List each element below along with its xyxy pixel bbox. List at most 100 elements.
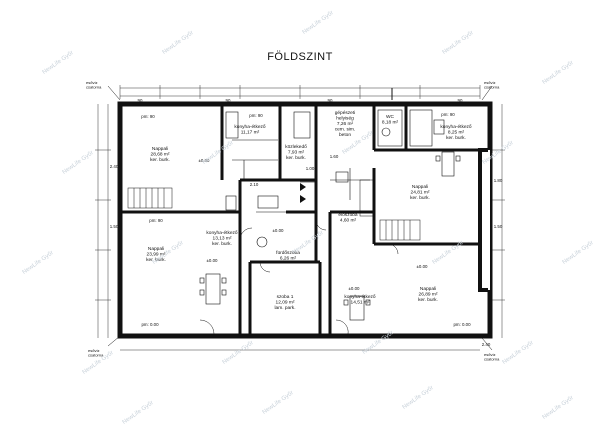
label-line: 14,51 m² xyxy=(351,300,370,306)
stairs xyxy=(127,179,421,241)
dim-label: 90 xyxy=(458,98,463,103)
label-line: esővíz xyxy=(484,352,496,357)
label-line: fürdőszoba xyxy=(276,250,300,256)
label-line: Nappali xyxy=(420,286,436,292)
label-line: konyha-étkező xyxy=(440,124,472,130)
outer-walls xyxy=(117,101,493,339)
label-line: előszoba xyxy=(338,212,358,218)
label-line: lam. park. xyxy=(274,305,295,311)
label-line: csatorna xyxy=(484,357,500,362)
dim-label: 2.40 xyxy=(110,164,119,169)
dim-label: 90 xyxy=(226,98,231,103)
level-label: ±0.00 xyxy=(199,158,211,163)
label-line: 7,26 m² xyxy=(337,121,354,127)
label-line: 6,26 m² xyxy=(280,256,297,262)
section-arrow-1 xyxy=(300,183,306,191)
label-line: szoba 1 xyxy=(277,294,294,300)
label-line: 13,13 m² xyxy=(213,236,232,242)
label-line: gépészeti xyxy=(335,110,356,116)
label-line: Nappali xyxy=(152,146,168,152)
pm-label: pm: 90 xyxy=(141,114,155,119)
label-line: helyiség xyxy=(336,116,354,122)
dim-label: 1.00 xyxy=(306,166,315,171)
furniture xyxy=(199,111,461,321)
dim-label: 2.40 xyxy=(482,342,491,347)
label-line: ker. burk. xyxy=(150,157,170,163)
label-line: ker. burk. xyxy=(446,135,466,141)
label-line: 8,18 m² xyxy=(382,120,399,126)
label-line: esővíz xyxy=(86,80,98,85)
label-line: ker. burk. xyxy=(286,155,306,161)
level-label: ±0.00 xyxy=(349,286,361,291)
label-line: ker. burk. xyxy=(146,257,166,263)
level-label: ±0.00 xyxy=(207,258,219,263)
label-line: 8,25 m² xyxy=(448,130,465,136)
level-label: ±0.00 xyxy=(417,264,429,269)
label-line: 12,09 m² xyxy=(276,300,295,306)
label-line: 7,93 m² xyxy=(288,150,305,156)
label-line: 26,89 m² xyxy=(419,292,438,298)
pm-label: pm: 0.00 xyxy=(141,322,159,327)
pm-label: pm: 90 xyxy=(249,113,263,118)
pm-label: pm: 90 xyxy=(441,112,455,117)
label-line: konyha-étkező xyxy=(234,124,266,130)
dim-label: 2.10 xyxy=(250,182,259,187)
label-line: ker. burk. xyxy=(410,195,430,201)
pm-label: pm: 90 xyxy=(149,218,163,223)
label-line: 28,68 m² xyxy=(151,152,170,158)
pm-label: pm: 0.00 xyxy=(453,322,471,327)
section-marks xyxy=(300,88,393,203)
label-line: konyha-étkező xyxy=(344,294,376,300)
label-line: ker. burk. xyxy=(212,241,232,247)
label-line: csatorna xyxy=(86,85,102,90)
door-swings xyxy=(199,219,399,335)
label-line: konyha-étkező xyxy=(206,230,238,236)
label-line: csatorna xyxy=(484,85,500,90)
corner-leaders xyxy=(107,85,493,351)
label-line: ker. burk. xyxy=(418,297,438,303)
label-line: beton xyxy=(339,132,351,138)
dimension-labels: pm: 90 pm: 90 pm: 90 pm: 90 pm: 0.00 pm:… xyxy=(110,98,503,347)
plan-title: FÖLDSZINT xyxy=(267,51,333,63)
label-line: 11,17 m² xyxy=(241,130,260,136)
label-line: 23,99 m² xyxy=(147,252,166,258)
dim-label: 90 xyxy=(138,98,143,103)
label-line: Nappali xyxy=(148,246,164,252)
label-line: esővíz xyxy=(88,348,100,353)
dim-label: 1.60 xyxy=(330,154,339,159)
label-line: 24,81 m² xyxy=(411,190,430,196)
section-arrow-2 xyxy=(300,195,306,203)
label-line: 4,60 m² xyxy=(340,218,357,224)
label-line: cem. sim. xyxy=(335,127,356,133)
label-line: WC xyxy=(386,114,395,120)
dim-label: 1.50 xyxy=(494,224,503,229)
dim-label: 90 xyxy=(328,98,333,103)
level-label: ±0.00 xyxy=(273,228,285,233)
label-line: csatorna xyxy=(88,353,104,358)
dim-label: 1.80 xyxy=(494,178,503,183)
label-line: Nappali xyxy=(412,184,428,190)
label-line: közlekedő xyxy=(285,144,307,150)
dim-label: 1.50 xyxy=(110,224,119,229)
